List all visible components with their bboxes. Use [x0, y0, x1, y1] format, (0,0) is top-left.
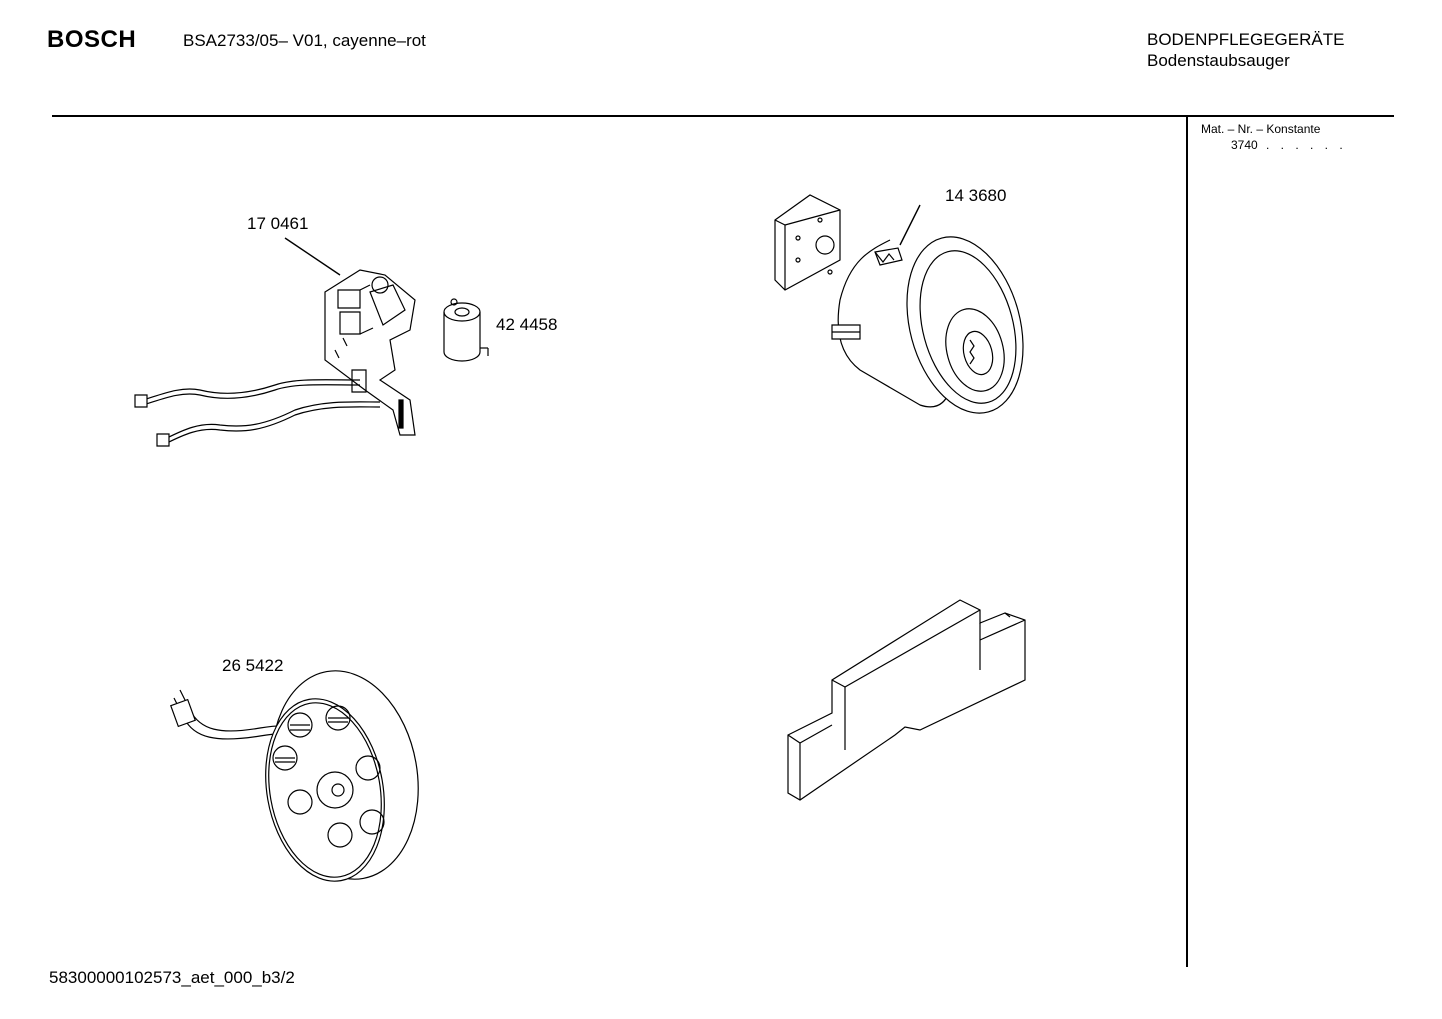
mat-nr-title: Mat. – Nr. – Konstante [1201, 122, 1321, 136]
part-number-motor: 14 3680 [945, 186, 1007, 205]
mat-nr-dots: . . . . . . [1266, 138, 1347, 152]
subcategory-label: Bodenstaubsauger [1147, 51, 1290, 70]
part-number-switch: 17 0461 [247, 214, 309, 233]
part-number-capacitor: 42 4458 [496, 315, 558, 334]
part-number-cable-reel: 26 5422 [222, 656, 284, 675]
header-divider [52, 115, 1394, 117]
motor-drawing [770, 190, 1030, 430]
category-label: BODENPFLEGEGERÄTE [1147, 30, 1345, 49]
filter-foam-drawing [780, 595, 1030, 805]
document-id: 58300000102573_aet_000_b3/2 [49, 968, 295, 987]
capacitor-drawing [440, 296, 490, 366]
switch-assembly-drawing [125, 230, 425, 460]
model-title: BSA2733/05– V01, cayenne–rot [183, 31, 426, 50]
brand-logo: BOSCH [47, 26, 137, 53]
sidebar-divider [1186, 117, 1188, 967]
mat-nr-value: 3740 [1231, 138, 1258, 152]
cable-reel-drawing [160, 680, 420, 890]
